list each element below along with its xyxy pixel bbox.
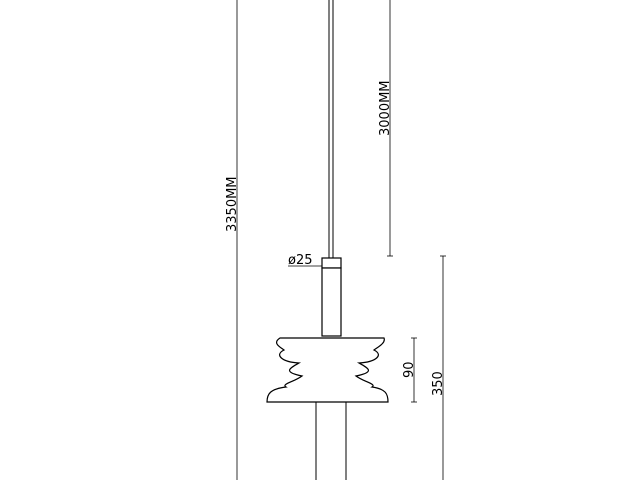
cable-length-label: 3000MM (378, 80, 393, 136)
total-height-label: 3350MM (225, 176, 240, 232)
connector-collar (321, 257, 342, 269)
body-height-label: 350 (431, 371, 446, 396)
rod-diameter-label: ø25 (288, 253, 313, 268)
lamp-shade (266, 337, 389, 403)
shade-height-label: 90 (402, 361, 417, 378)
vertical-rod (321, 267, 342, 337)
